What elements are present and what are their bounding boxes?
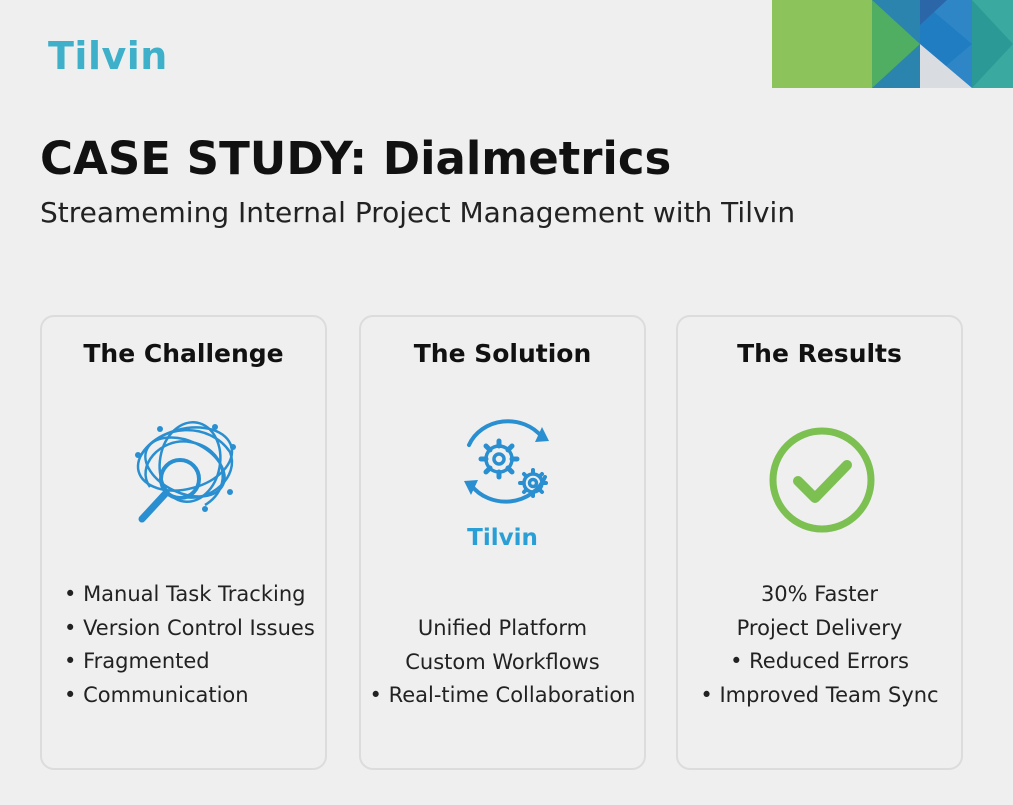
list-item: Unified Platform [417, 616, 588, 640]
solution-icon-caption: Tilvin [467, 525, 538, 551]
list-item: Improved Team Sync [678, 679, 961, 713]
solution-card: The Solution Til [359, 315, 646, 770]
check-circle-icon [769, 427, 875, 533]
list-item: Reduced Errors [678, 645, 961, 679]
list-item: Version Control Issues [64, 612, 315, 646]
list-item: Custom Workflows [405, 649, 600, 674]
solution-list: Unified Platform Custom Workflows Real-t… [361, 612, 644, 713]
list-item: Project Delivery [736, 615, 903, 640]
list-item: 30% Faster [760, 582, 879, 606]
gears-cycle-icon [464, 419, 549, 504]
list-item: Manual Task Tracking [64, 578, 315, 612]
brand-logo: Tilvin [48, 34, 168, 78]
solution-heading: The Solution [413, 339, 592, 368]
corner-decoration [772, 0, 1013, 88]
page-subtitle: Streameming Internal Project Management … [40, 196, 796, 229]
page-title: CASE STUDY: Dialmetrics [40, 132, 672, 185]
results-list: 30% Faster Project Delivery Reduced Erro… [678, 578, 961, 712]
challenge-card: The Challenge Manual Task Tracking Versi… [40, 315, 327, 770]
challenge-heading: The Challenge [83, 339, 284, 368]
challenge-list: Manual Task Tracking Version Control Iss… [64, 578, 315, 712]
results-heading: The Results [737, 339, 902, 368]
list-item: Communication [64, 679, 315, 713]
list-item: Fragmented [64, 645, 315, 679]
tangled-search-icon [135, 421, 236, 523]
list-item: Real-time Collaboration [361, 679, 644, 713]
results-card: The Results 30% Faster Project Delivery … [676, 315, 963, 770]
